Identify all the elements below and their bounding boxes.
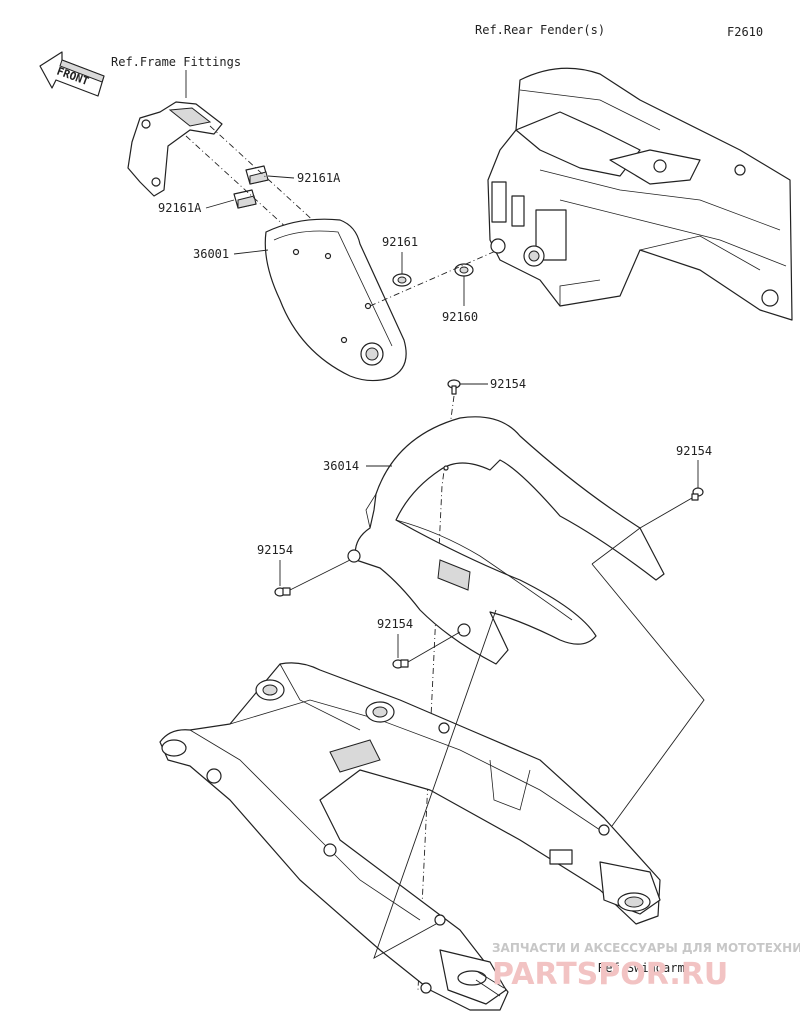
callout-92154-right: 92154 <box>676 444 712 458</box>
callout-92161: 92161 <box>382 235 418 249</box>
watermark-brand: PARTSPOR.RU <box>492 957 728 992</box>
rear-frame-assembly <box>487 67 793 321</box>
screw-92154-right <box>691 487 704 501</box>
diagram-code: F2610 <box>727 25 763 39</box>
ref-frame-fittings: Ref.Frame Fittings <box>111 55 241 69</box>
watermark-tagline: ЗАПЧАСТИ И АКСЕССУАРЫ ДЛЯ МОТОТЕХНИКИ <box>492 941 800 955</box>
swingarm <box>159 662 661 1011</box>
callout-92154-left: 92154 <box>257 543 293 557</box>
clip-nut-92161A-upper <box>245 165 269 185</box>
ref-rear-fender: Ref.Rear Fender(s) <box>475 23 605 37</box>
callout-36001: 36001 <box>193 247 229 261</box>
bushing-92160 <box>454 263 474 277</box>
collar-92161 <box>392 273 412 287</box>
callout-92161A-upper: 92161A <box>297 171 341 185</box>
swingarm-cover-36014 <box>347 416 665 665</box>
callout-36014: 36014 <box>323 459 359 473</box>
callout-92154-top: 92154 <box>490 377 526 391</box>
callout-92154-lower: 92154 <box>377 617 413 631</box>
side-cover-36001 <box>264 218 407 382</box>
screw-92154-lower <box>392 659 409 669</box>
front-arrow-icon: FRONT <box>39 51 105 97</box>
screw-92154-top <box>447 379 461 395</box>
callout-92161A-lower: 92161A <box>158 201 202 215</box>
screw-92154-left <box>274 587 291 597</box>
clip-nut-92161A-lower <box>233 189 257 209</box>
ref-swingarm: Ref.Swingarm <box>598 961 685 975</box>
callout-92160: 92160 <box>442 310 478 324</box>
frame-fitting-bracket <box>127 70 223 197</box>
